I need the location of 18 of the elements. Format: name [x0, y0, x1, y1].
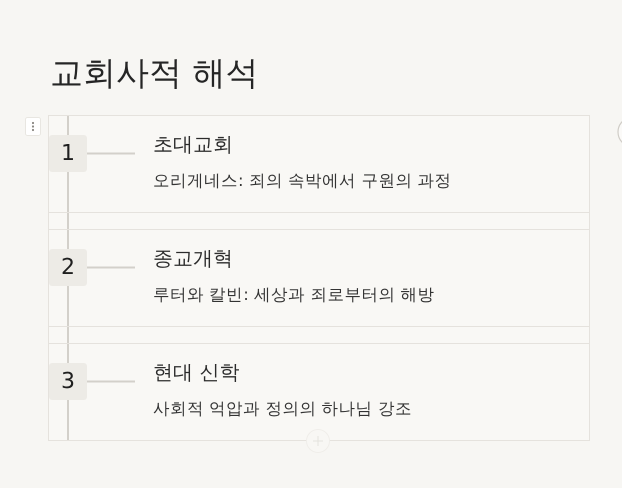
- timeline-line: [67, 286, 69, 363]
- entry-description: 오리게네스: 죄의 속박에서 구원의 과정: [153, 170, 452, 192]
- entry-title: 초대교회: [153, 131, 233, 158]
- timeline-row: [48, 229, 590, 327]
- timeline-line: [67, 172, 69, 249]
- entry-title: 현대 신학: [153, 359, 240, 386]
- connector-line: [87, 152, 135, 154]
- connector-line: [87, 266, 135, 268]
- connector-line: [87, 380, 135, 382]
- timeline-row: [48, 343, 590, 441]
- entry-title: 종교개혁: [153, 245, 233, 272]
- number-badge: 2: [49, 249, 87, 286]
- page-title: 교회사적 해석: [50, 52, 258, 94]
- entry-description: 루터와 칼빈: 세상과 죄로부터의 해방: [153, 284, 435, 306]
- number-badge: 3: [49, 363, 87, 400]
- number-badge: 1: [49, 135, 87, 172]
- entry-description: 사회적 억압과 정의의 하나님 강조: [153, 398, 412, 420]
- timeline-row: [48, 115, 590, 213]
